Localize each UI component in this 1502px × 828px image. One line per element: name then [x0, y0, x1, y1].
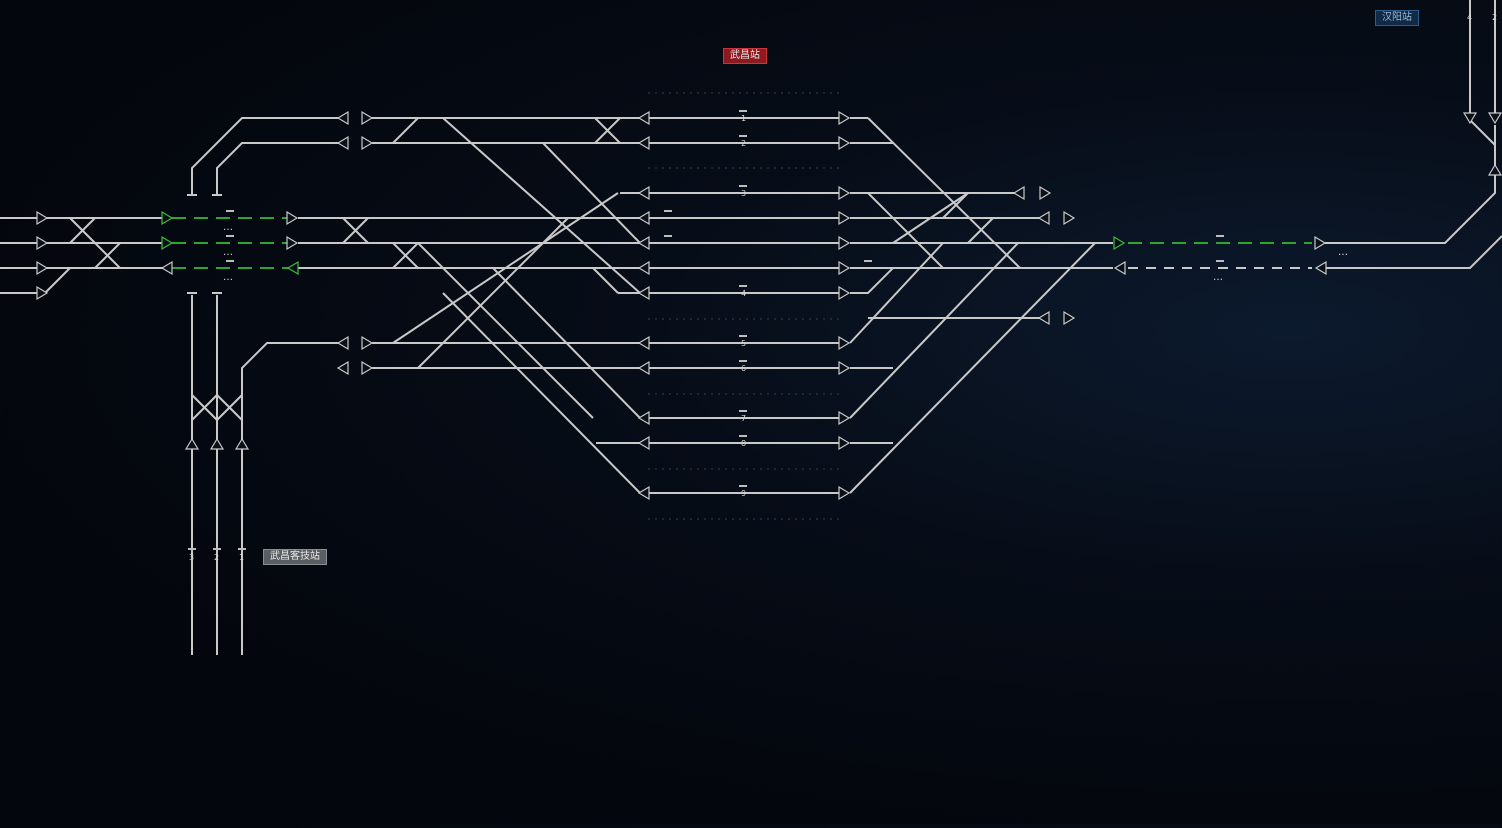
next-station-track-number-2: 2: [1492, 13, 1497, 22]
signal-40[interactable]: [838, 435, 851, 451]
signal-45[interactable]: [1037, 210, 1050, 226]
signal-3[interactable]: [36, 260, 49, 276]
signal-20[interactable]: [838, 110, 851, 126]
signal-10[interactable]: [286, 260, 299, 276]
signal-50[interactable]: [1113, 260, 1126, 276]
signal-33[interactable]: [637, 335, 650, 351]
signal-5[interactable]: [161, 210, 174, 226]
signal-1[interactable]: [36, 210, 49, 226]
platform-number-5: 5: [741, 339, 746, 348]
signal-27[interactable]: [637, 235, 650, 251]
platform-numbers: 1 2 3 4 5 6 7 8 9: [741, 114, 746, 498]
signal-32[interactable]: [838, 285, 851, 301]
signal-9[interactable]: [286, 235, 299, 251]
signal-38[interactable]: [838, 410, 851, 426]
station-label-wuchang[interactable]: 武昌站: [723, 48, 767, 64]
signal-46[interactable]: [1063, 210, 1076, 226]
yard-track-number-1: 1: [239, 553, 244, 562]
signal-28[interactable]: [838, 235, 851, 251]
signal-2[interactable]: [36, 235, 49, 251]
signal-56[interactable]: [1462, 112, 1478, 125]
signal-14[interactable]: [361, 135, 374, 151]
next-station-numbers: 4 2: [1467, 13, 1497, 22]
platform-number-1: 1: [741, 114, 746, 123]
signal-44[interactable]: [1039, 185, 1052, 201]
signal-34[interactable]: [838, 335, 851, 351]
signal-26[interactable]: [838, 210, 851, 226]
signal-54[interactable]: [209, 437, 225, 450]
ellipsis-right-2: …: [1338, 247, 1348, 258]
ellipsis-right-1: …: [1213, 272, 1223, 283]
signal-55[interactable]: [234, 437, 250, 450]
signal-31[interactable]: [637, 285, 650, 301]
platform-number-7: 7: [741, 414, 746, 423]
signal-58[interactable]: [1487, 163, 1502, 176]
signal-37[interactable]: [637, 410, 650, 426]
signal-7[interactable]: [160, 260, 173, 276]
signal-19[interactable]: [637, 110, 650, 126]
signal-11[interactable]: [336, 110, 349, 126]
signal-8[interactable]: [286, 210, 299, 226]
signal-57[interactable]: [1487, 112, 1502, 125]
platform-number-2: 2: [741, 139, 746, 148]
buffer-stops: [187, 194, 222, 294]
signal-53[interactable]: [184, 437, 200, 450]
ellipsis-left-2: …: [223, 247, 233, 258]
station-label-wuchang-yard[interactable]: 武昌客技站: [263, 549, 327, 565]
tracks: [0, 0, 1502, 655]
signal-25[interactable]: [637, 210, 650, 226]
signal-47[interactable]: [1037, 310, 1050, 326]
signal-18[interactable]: [361, 360, 374, 376]
signal-42[interactable]: [838, 485, 851, 501]
next-station-track-number-4: 4: [1467, 13, 1472, 22]
signal-13[interactable]: [336, 135, 349, 151]
signal-39[interactable]: [637, 435, 650, 451]
platform-outlines: [648, 92, 842, 520]
signal-51[interactable]: [1314, 235, 1327, 251]
signal-4[interactable]: [36, 285, 49, 301]
signal-22[interactable]: [838, 135, 851, 151]
signal-49[interactable]: [1113, 235, 1126, 251]
signal-16[interactable]: [361, 335, 374, 351]
signal-36[interactable]: [838, 360, 851, 376]
signal-29[interactable]: [637, 260, 650, 276]
signal-48[interactable]: [1063, 310, 1076, 326]
occupancy-ticks: [188, 110, 1224, 550]
platform-number-9: 9: [741, 489, 746, 498]
signal-6[interactable]: [161, 235, 174, 251]
platform-number-6: 6: [741, 364, 746, 373]
signal-12[interactable]: [361, 110, 374, 126]
platform-number-4: 4: [741, 289, 746, 298]
yard-track-number-2: 2: [214, 553, 219, 562]
yard-track-number-3: 3: [189, 553, 194, 562]
station-label-hanyang[interactable]: 汉阳站: [1375, 10, 1419, 26]
signals: [36, 110, 1502, 501]
signal-52[interactable]: [1314, 260, 1327, 276]
route-ellipsis: … … … … …: [223, 222, 1348, 283]
signal-23[interactable]: [637, 185, 650, 201]
signal-17[interactable]: [336, 360, 349, 376]
platform-number-8: 8: [741, 439, 746, 448]
signal-15[interactable]: [336, 335, 349, 351]
ellipsis-left-3: …: [223, 272, 233, 283]
signal-35[interactable]: [637, 360, 650, 376]
signal-41[interactable]: [637, 485, 650, 501]
signal-21[interactable]: [637, 135, 650, 151]
platform-number-3: 3: [741, 189, 746, 198]
signal-30[interactable]: [838, 260, 851, 276]
signal-24[interactable]: [838, 185, 851, 201]
yard-numbers: 3 2 1: [189, 553, 244, 562]
signal-43[interactable]: [1012, 185, 1025, 201]
ellipsis-left-1: …: [223, 222, 233, 233]
